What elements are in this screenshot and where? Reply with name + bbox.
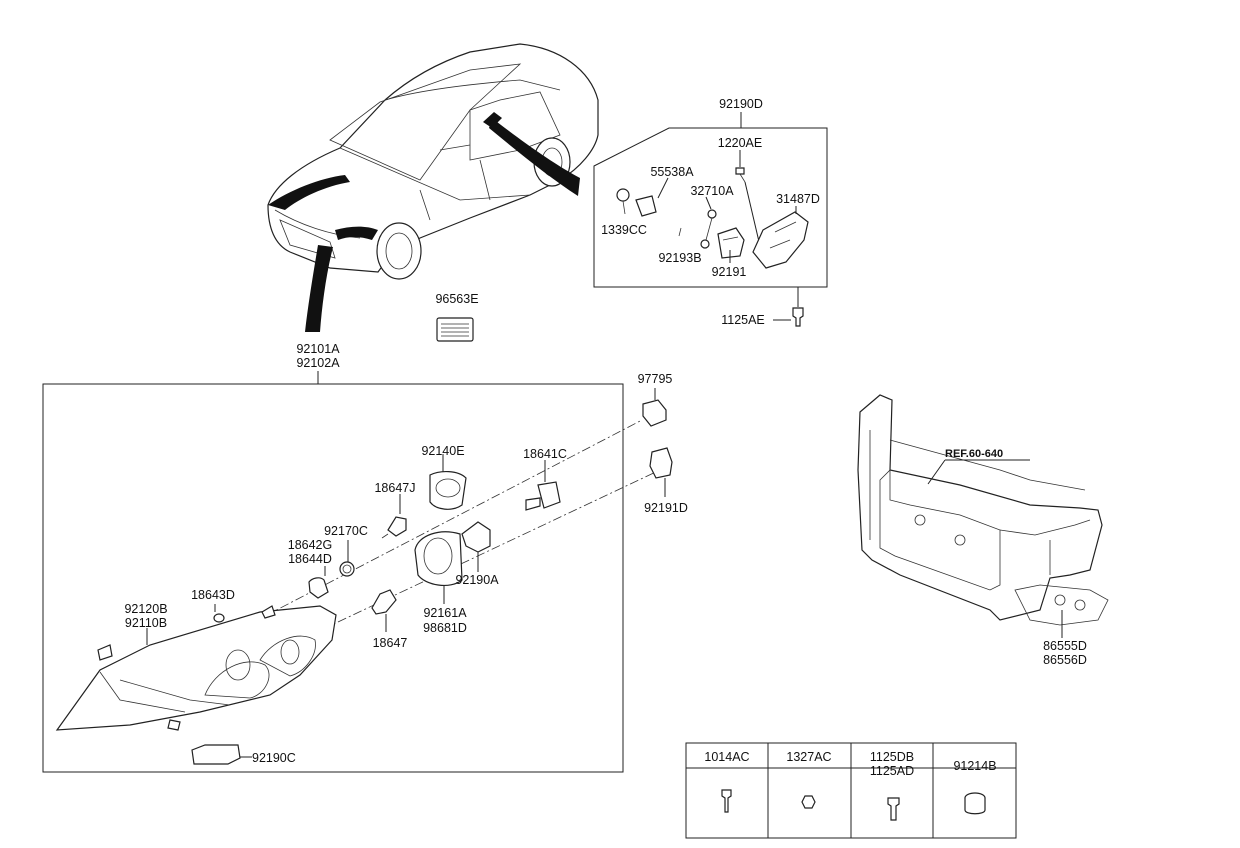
table-header-91214B: 91214B <box>953 759 996 773</box>
label-32710A: 32710A <box>690 184 734 198</box>
part-labels: 92190D 1220AE 55538A 32710A 31487D 1339C… <box>124 97 1086 778</box>
label-86555D: 86555D <box>1043 639 1087 653</box>
label-92190C: 92190C <box>252 751 296 765</box>
label-92170C: 92170C <box>324 524 368 538</box>
label-1125AE: 1125AE <box>721 313 765 327</box>
label-97795: 97795 <box>638 372 673 386</box>
label-ref-60-640: REF.60-640 <box>945 448 1003 460</box>
label-18642G: 18642G <box>288 538 332 552</box>
label-18647J: 18647J <box>374 481 415 495</box>
car-illustration <box>267 43 599 332</box>
table-header-1327AC: 1327AC <box>786 750 831 764</box>
headlamp-assembly-box <box>42 371 661 773</box>
label-1339CC: 1339CC <box>601 223 647 237</box>
label-92191: 92191 <box>712 265 747 279</box>
table-header-1125DB: 1125DB <box>870 750 914 764</box>
label-92161A: 92161A <box>423 606 467 620</box>
label-18647: 18647 <box>373 636 408 650</box>
leveling-sensor-assembly <box>593 112 828 327</box>
label-92190D: 92190D <box>719 97 763 111</box>
label-55538A: 55538A <box>650 165 694 179</box>
label-86556D: 86556D <box>1043 653 1087 667</box>
label-plate-part <box>436 317 474 342</box>
label-1220AE: 1220AE <box>718 136 762 150</box>
label-96563E: 96563E <box>435 292 478 306</box>
label-98681D: 98681D <box>423 621 467 635</box>
table-header-1125AD: 1125AD <box>870 764 914 778</box>
label-92140E: 92140E <box>421 444 464 458</box>
label-18643D: 18643D <box>191 588 235 602</box>
fastener-table <box>685 742 1017 839</box>
label-92101A: 92101A <box>296 342 340 356</box>
label-92191D: 92191D <box>644 501 688 515</box>
label-92102A: 92102A <box>296 356 340 370</box>
label-92120B: 92120B <box>124 602 167 616</box>
connector-97795-part <box>642 388 667 427</box>
front-end-module-carrier <box>857 394 1109 638</box>
label-18644D: 18644D <box>288 552 332 566</box>
table-header-1014AC: 1014AC <box>704 750 749 764</box>
label-92190A: 92190A <box>455 573 499 587</box>
connector-92191D-part <box>649 447 673 497</box>
label-92110B: 92110B <box>125 616 167 630</box>
label-31487D: 31487D <box>776 192 820 206</box>
label-18641C: 18641C <box>523 447 567 461</box>
label-92193B: 92193B <box>658 251 701 265</box>
